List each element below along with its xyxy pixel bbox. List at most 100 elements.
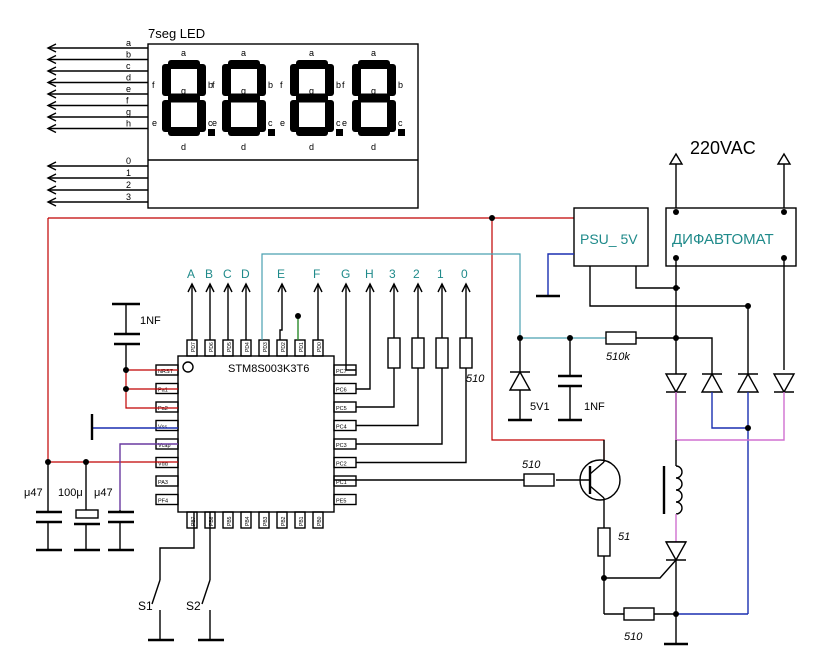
segment-dp	[208, 129, 215, 136]
mcu-body	[177, 355, 335, 513]
segment-label-a: a	[371, 48, 376, 58]
digit-resistors	[356, 284, 473, 464]
segment-label-d: d	[181, 142, 186, 152]
r-sense-label: 510k	[606, 351, 630, 363]
segment-label-b: b	[268, 80, 273, 90]
pin-label: PC6	[336, 388, 347, 394]
bus-label-a: a	[126, 38, 131, 48]
pin-label: PE5	[336, 499, 346, 505]
segment-g	[358, 93, 390, 103]
bus-label-g: g	[126, 107, 131, 117]
pin-PD3	[258, 339, 270, 357]
pin-label: PD5	[227, 342, 233, 352]
digit-wire	[356, 368, 467, 464]
segment-label-a: a	[309, 48, 314, 58]
port-label-A: A	[187, 267, 195, 281]
c-left-2-label: 100μ	[58, 487, 83, 499]
segment-label-d: d	[371, 142, 376, 152]
bus-arrow	[46, 89, 57, 99]
c-left-1-label: μ47	[24, 487, 43, 499]
segment-f	[352, 64, 361, 96]
digit-wire	[356, 368, 395, 408]
pin-label: PB4	[245, 516, 251, 526]
segment-a	[358, 60, 390, 69]
psu-label: PSU_ 5V	[580, 231, 638, 247]
segment-e	[352, 100, 361, 132]
pin-PB4	[240, 511, 252, 529]
port-label-3: 3	[389, 267, 396, 281]
bus-arrow	[46, 197, 57, 207]
segment-label-a: a	[241, 48, 246, 58]
digit-wire	[356, 368, 419, 427]
switch-s1-label: S1	[138, 599, 153, 613]
vss-ground	[90, 414, 178, 440]
pin-label: PB2	[281, 516, 287, 526]
pin-label: PC5	[336, 406, 347, 412]
segment-b	[325, 64, 334, 96]
port-label-F: F	[313, 267, 320, 281]
segment-label-c: c	[398, 118, 403, 128]
pin-label: Vcap	[158, 443, 171, 449]
segment-label-f: f	[280, 80, 283, 90]
pin-label: PD0	[317, 342, 323, 352]
segment-label-g: g	[241, 86, 246, 96]
pin-label: PB1	[299, 516, 305, 526]
segment-label-b: b	[336, 80, 341, 90]
segment-a	[168, 60, 200, 69]
segment-e	[290, 100, 299, 132]
segment-e	[162, 100, 171, 132]
pin-PB3	[258, 511, 270, 529]
bus-label-digit-0: 0	[126, 156, 131, 166]
bus-arrow	[46, 54, 57, 65]
port-wire-h	[356, 284, 371, 390]
segment-g	[168, 93, 200, 103]
vcap-wire	[119, 443, 178, 510]
segment-label-f: f	[152, 80, 155, 90]
bus-arrow	[46, 123, 57, 134]
r-sense	[605, 331, 637, 345]
pin-PA3	[155, 475, 179, 487]
pin-label: PD4	[245, 342, 251, 352]
bus-arrow	[46, 112, 57, 122]
c-nrst-label: 1NF	[140, 315, 161, 327]
pin-label: PB6	[209, 516, 215, 526]
bus-label-digit-3: 3	[126, 192, 131, 202]
bus-label-b: b	[126, 50, 131, 60]
pin-label: PC1	[336, 480, 347, 486]
pin-label: PF4	[158, 499, 168, 505]
segment-d	[358, 127, 390, 136]
r-bottom	[623, 607, 655, 621]
psu-box	[573, 207, 649, 267]
port-label-1: 1	[437, 267, 444, 281]
segment-f	[222, 64, 231, 96]
pin-label: PC3	[336, 443, 347, 449]
pin-PD1	[294, 339, 306, 357]
bus-arrow	[46, 100, 57, 111]
segment-label-f: f	[342, 80, 345, 90]
mains-label: 220VAC	[690, 138, 756, 158]
segment-f	[290, 64, 299, 96]
bus-label-digit-1: 1	[126, 168, 131, 178]
pin-label: PD1	[299, 342, 305, 352]
segment-g	[228, 93, 260, 103]
segment-label-e: e	[280, 118, 285, 128]
digit-resistor-2	[435, 337, 449, 369]
pin-label: Pa1	[158, 388, 168, 394]
segment-c	[325, 100, 334, 132]
display-outline	[147, 43, 419, 209]
pin-Vss	[155, 419, 179, 432]
pin-label: PD6	[209, 342, 215, 352]
port-label-B: B	[205, 267, 213, 281]
pin-PB5	[222, 511, 234, 529]
segment-label-e: e	[212, 118, 217, 128]
c-filter-label: 1NF	[584, 401, 605, 413]
bus-arrow	[46, 43, 57, 53]
segment-f	[162, 64, 171, 96]
segment-label-b: b	[398, 80, 403, 90]
segment-label-c: c	[336, 118, 341, 128]
